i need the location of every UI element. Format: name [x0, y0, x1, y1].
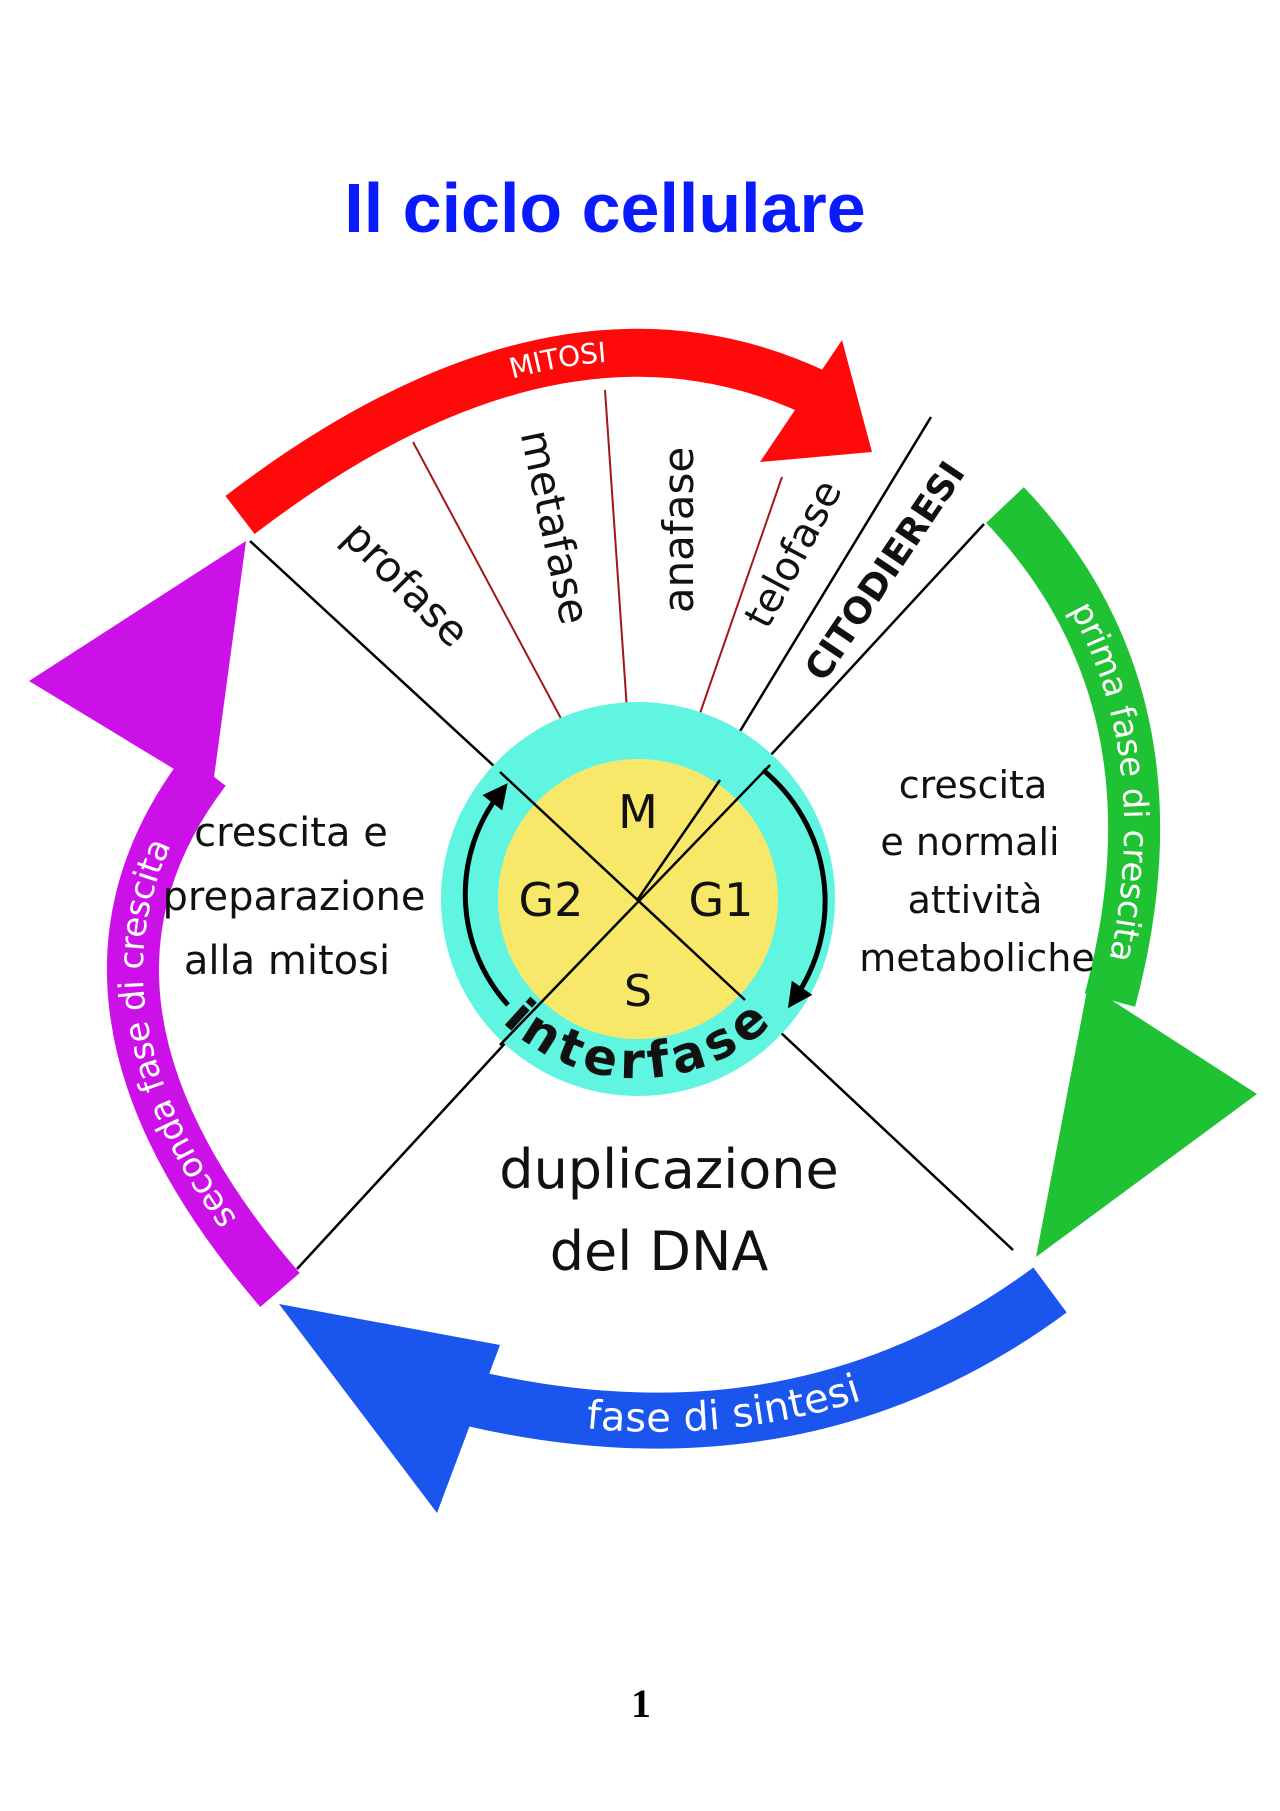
page-number: 1: [631, 1681, 651, 1726]
svg-text:preparazione: preparazione: [163, 874, 426, 920]
phase-profase: profase: [333, 511, 479, 657]
core-s: S: [624, 966, 652, 1017]
svg-text:crescita e: crescita e: [194, 810, 388, 856]
s-arrow-label: fase di sintesi: [585, 1366, 865, 1442]
mitosis-phase-lines: [412, 389, 783, 755]
g1-direction-arrow-icon: [761, 768, 828, 1009]
core-m: M: [618, 785, 658, 839]
svg-text:alla mitosi: alla mitosi: [184, 938, 390, 984]
s-arrow: fase di sintesi: [279, 1290, 1050, 1513]
s-description: duplicazione del DNA: [499, 1138, 838, 1283]
svg-text:metaboliche: metaboliche: [859, 936, 1094, 980]
phase-anafase: anafase: [654, 447, 703, 613]
core-g2: G2: [519, 873, 584, 927]
page-title: Il ciclo cellulare: [344, 169, 866, 247]
g2-description: crescita e preparazione alla mitosi: [163, 810, 426, 984]
svg-text:e normali: e normali: [880, 820, 1059, 864]
g1-description: crescita e normali attività metaboliche: [859, 763, 1094, 980]
svg-text:crescita: crescita: [899, 763, 1048, 807]
svg-text:del DNA: del DNA: [550, 1220, 769, 1283]
g2-direction-arrow-icon: [462, 783, 510, 1007]
g1-arrow: prima fase di crescita: [1005, 505, 1257, 1257]
phase-metafase: metafase: [511, 425, 600, 628]
svg-text:fase di sintesi: fase di sintesi: [585, 1366, 865, 1442]
svg-text:attività: attività: [908, 878, 1043, 922]
core-g1: G1: [689, 873, 754, 927]
mitosi-arrow: MITOSI: [240, 336, 872, 515]
svg-text:duplicazione: duplicazione: [499, 1138, 838, 1201]
